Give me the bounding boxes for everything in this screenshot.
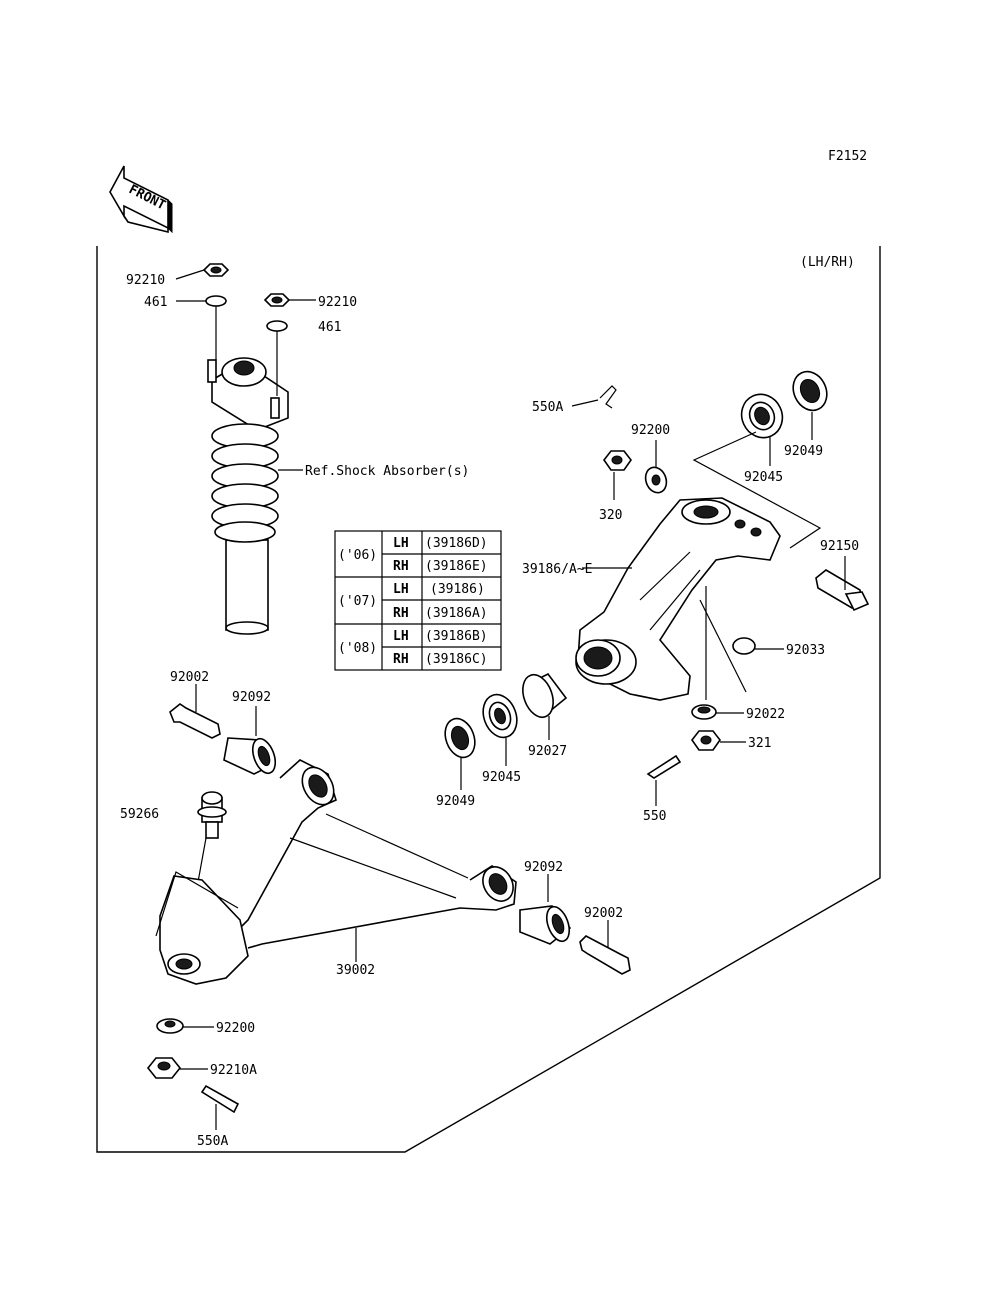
bushing-92092-left-icon — [223, 737, 277, 775]
table-year-06: ('06) — [338, 548, 377, 563]
bolt-92150-icon — [815, 569, 870, 612]
callout-92049-bottom: 92049 — [436, 794, 475, 809]
ref-shock-label: Ref.Shock Absorber(s) — [305, 464, 469, 479]
callout-92027: 92027 — [528, 744, 567, 759]
table-part: (39186B) — [425, 629, 488, 644]
table-side: RH — [393, 559, 409, 574]
table-part: (39186A) — [425, 606, 488, 621]
table-part: (39186C) — [425, 652, 488, 667]
table-side: RH — [393, 652, 409, 667]
bushing-92092-right-icon — [519, 905, 572, 945]
knuckle-39186-icon — [575, 497, 781, 701]
callout-92092-right: 92092 — [524, 860, 563, 875]
washer-461-left-icon — [205, 295, 227, 307]
callout-92002-left: 92002 — [170, 670, 209, 685]
callout-39002: 39002 — [336, 963, 375, 978]
table-side: LH — [393, 629, 409, 644]
bearing-92045-bottom-icon — [482, 693, 518, 739]
callout-320: 320 — [599, 508, 622, 523]
callout-39186: 39186/A~E — [522, 562, 592, 577]
callout-92200-bottom: 92200 — [216, 1021, 255, 1036]
callout-461-left: 461 — [144, 295, 167, 310]
ball-joint-59266-icon — [197, 791, 227, 839]
bearing-92045-top-icon — [740, 393, 784, 439]
callout-92150: 92150 — [820, 539, 859, 554]
callout-92092-left: 92092 — [232, 690, 271, 705]
washer-461-right-icon — [266, 320, 288, 332]
callout-92045-top: 92045 — [744, 470, 783, 485]
nut-92210-left-icon — [202, 263, 230, 277]
cotter-pin-550-icon — [646, 754, 682, 779]
bolt-92002-left-icon — [169, 703, 221, 739]
callout-92002-right: 92002 — [584, 906, 623, 921]
cotter-pin-550a-bottom-icon — [200, 1084, 240, 1114]
table-part: (39186D) — [425, 536, 488, 551]
table-year-08: ('08) — [338, 641, 377, 656]
table-side: RH — [393, 606, 409, 621]
castle-nut-92210a-icon — [146, 1057, 182, 1079]
a-arm-39002-icon — [155, 759, 517, 985]
model-table — [334, 530, 502, 671]
shock-absorber — [207, 357, 289, 635]
callout-92045-bottom: 92045 — [482, 770, 521, 785]
castle-nut-320-icon — [603, 450, 632, 471]
callout-92210-right: 92210 — [318, 295, 357, 310]
callout-550a-bottom: 550A — [197, 1134, 228, 1149]
table-side: LH — [393, 582, 409, 597]
callout-550: 550 — [643, 809, 666, 824]
table-part: (39186E) — [425, 559, 488, 574]
callout-92033: 92033 — [786, 643, 825, 658]
sleeve-92027-icon — [522, 672, 568, 719]
cotter-pin-550a-top-icon — [599, 385, 617, 409]
circlip-92033-icon — [732, 637, 756, 655]
callout-92049-top: 92049 — [784, 444, 823, 459]
table-year-07: ('07) — [338, 594, 377, 609]
table-side: LH — [393, 536, 409, 551]
table-part: (39186) — [430, 582, 485, 597]
callout-92210-left: 92210 — [126, 273, 165, 288]
nut-92210-right-icon — [263, 293, 291, 307]
callout-92022: 92022 — [746, 707, 785, 722]
callout-321: 321 — [748, 736, 771, 751]
callout-461-right: 461 — [318, 320, 341, 335]
callout-92210a: 92210A — [210, 1063, 257, 1078]
front-arrow-icon — [109, 165, 173, 234]
callout-92200-top: 92200 — [631, 423, 670, 438]
figure-id: F2152 — [828, 149, 867, 164]
bolt-92002-right-icon — [579, 935, 631, 975]
callout-59266: 59266 — [120, 807, 159, 822]
seal-92049-bottom-icon — [444, 717, 476, 759]
castle-nut-321-icon — [691, 730, 721, 751]
frame-border — [96, 246, 881, 1153]
seal-92049-top-icon — [792, 370, 828, 412]
callout-550a-top: 550A — [532, 400, 563, 415]
scope-label: (LH/RH) — [800, 255, 855, 270]
